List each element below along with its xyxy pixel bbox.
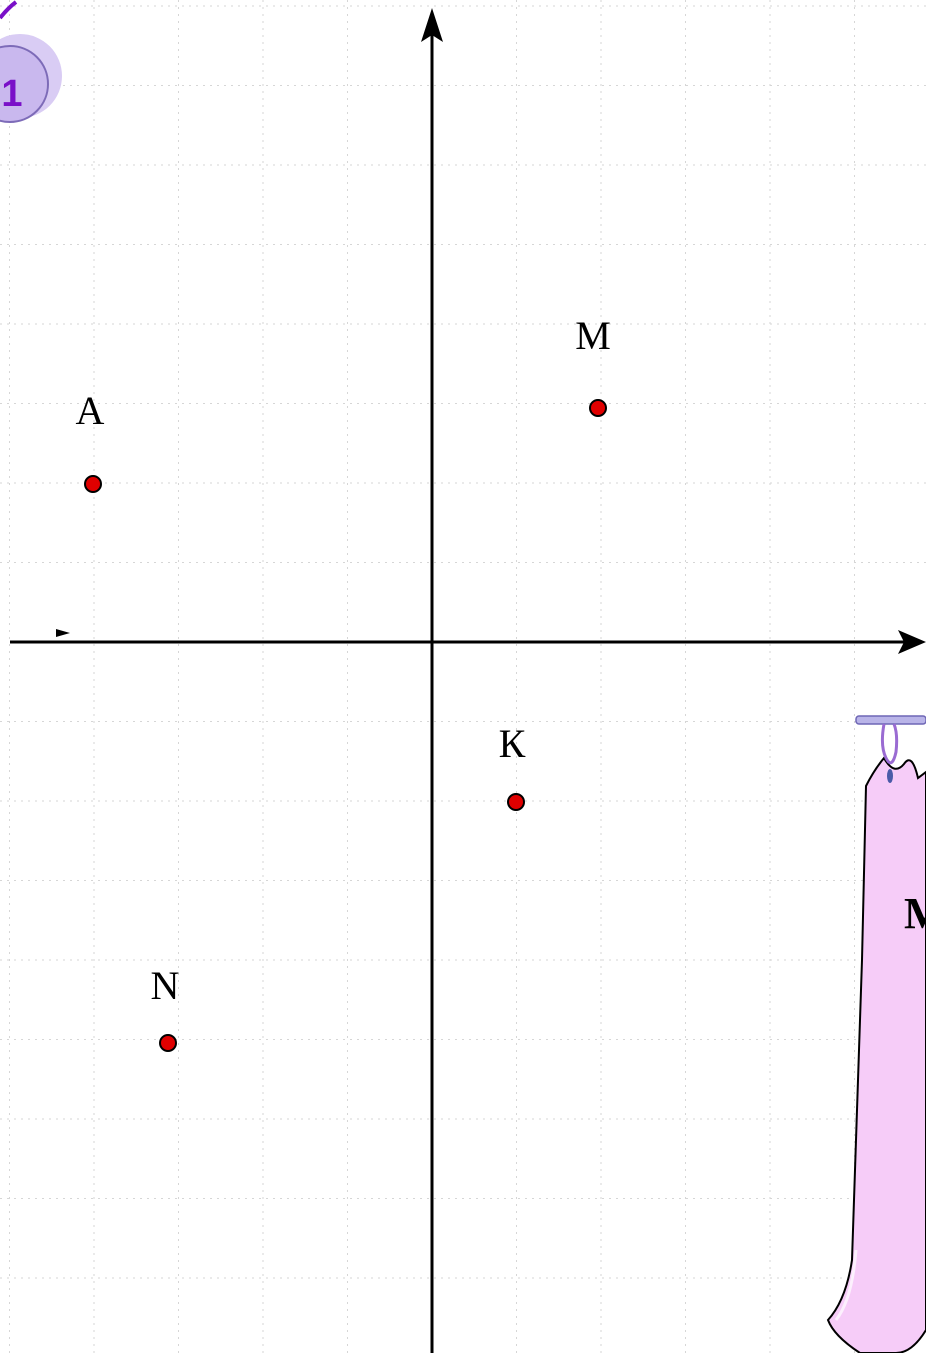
scroll-hook-icon <box>887 769 893 783</box>
point-n-marker <box>159 1034 177 1052</box>
x-axis-arrow-icon <box>898 630 926 654</box>
badge-number: 1 <box>1 73 22 115</box>
scroll-body <box>826 756 926 1353</box>
point-m-marker <box>589 399 607 417</box>
coordinate-axes <box>10 8 926 1353</box>
badge-top-swoosh-icon <box>0 0 18 20</box>
scroll-banner: М <box>826 715 926 1353</box>
point-n-label: N <box>151 963 180 1008</box>
y-axis-arrow-icon <box>421 8 443 42</box>
scroll-text: М <box>904 889 926 938</box>
scroll-ring-icon <box>880 723 899 765</box>
scroll-rod <box>855 715 926 725</box>
point-k-label: К <box>499 721 526 766</box>
point-m-label: M <box>575 313 611 358</box>
badge-circle <box>0 45 49 123</box>
point-a: A <box>76 388 105 493</box>
point-n: N <box>151 963 180 1052</box>
scroll-fold-line <box>834 1249 858 1321</box>
point-k-marker <box>507 793 525 811</box>
point-a-label: A <box>76 388 105 433</box>
point-k: К <box>499 721 526 811</box>
slide-number-badge: 1 <box>0 0 62 123</box>
point-m: M <box>575 313 611 417</box>
point-a-marker <box>84 475 102 493</box>
small-marker-icon <box>56 629 70 637</box>
